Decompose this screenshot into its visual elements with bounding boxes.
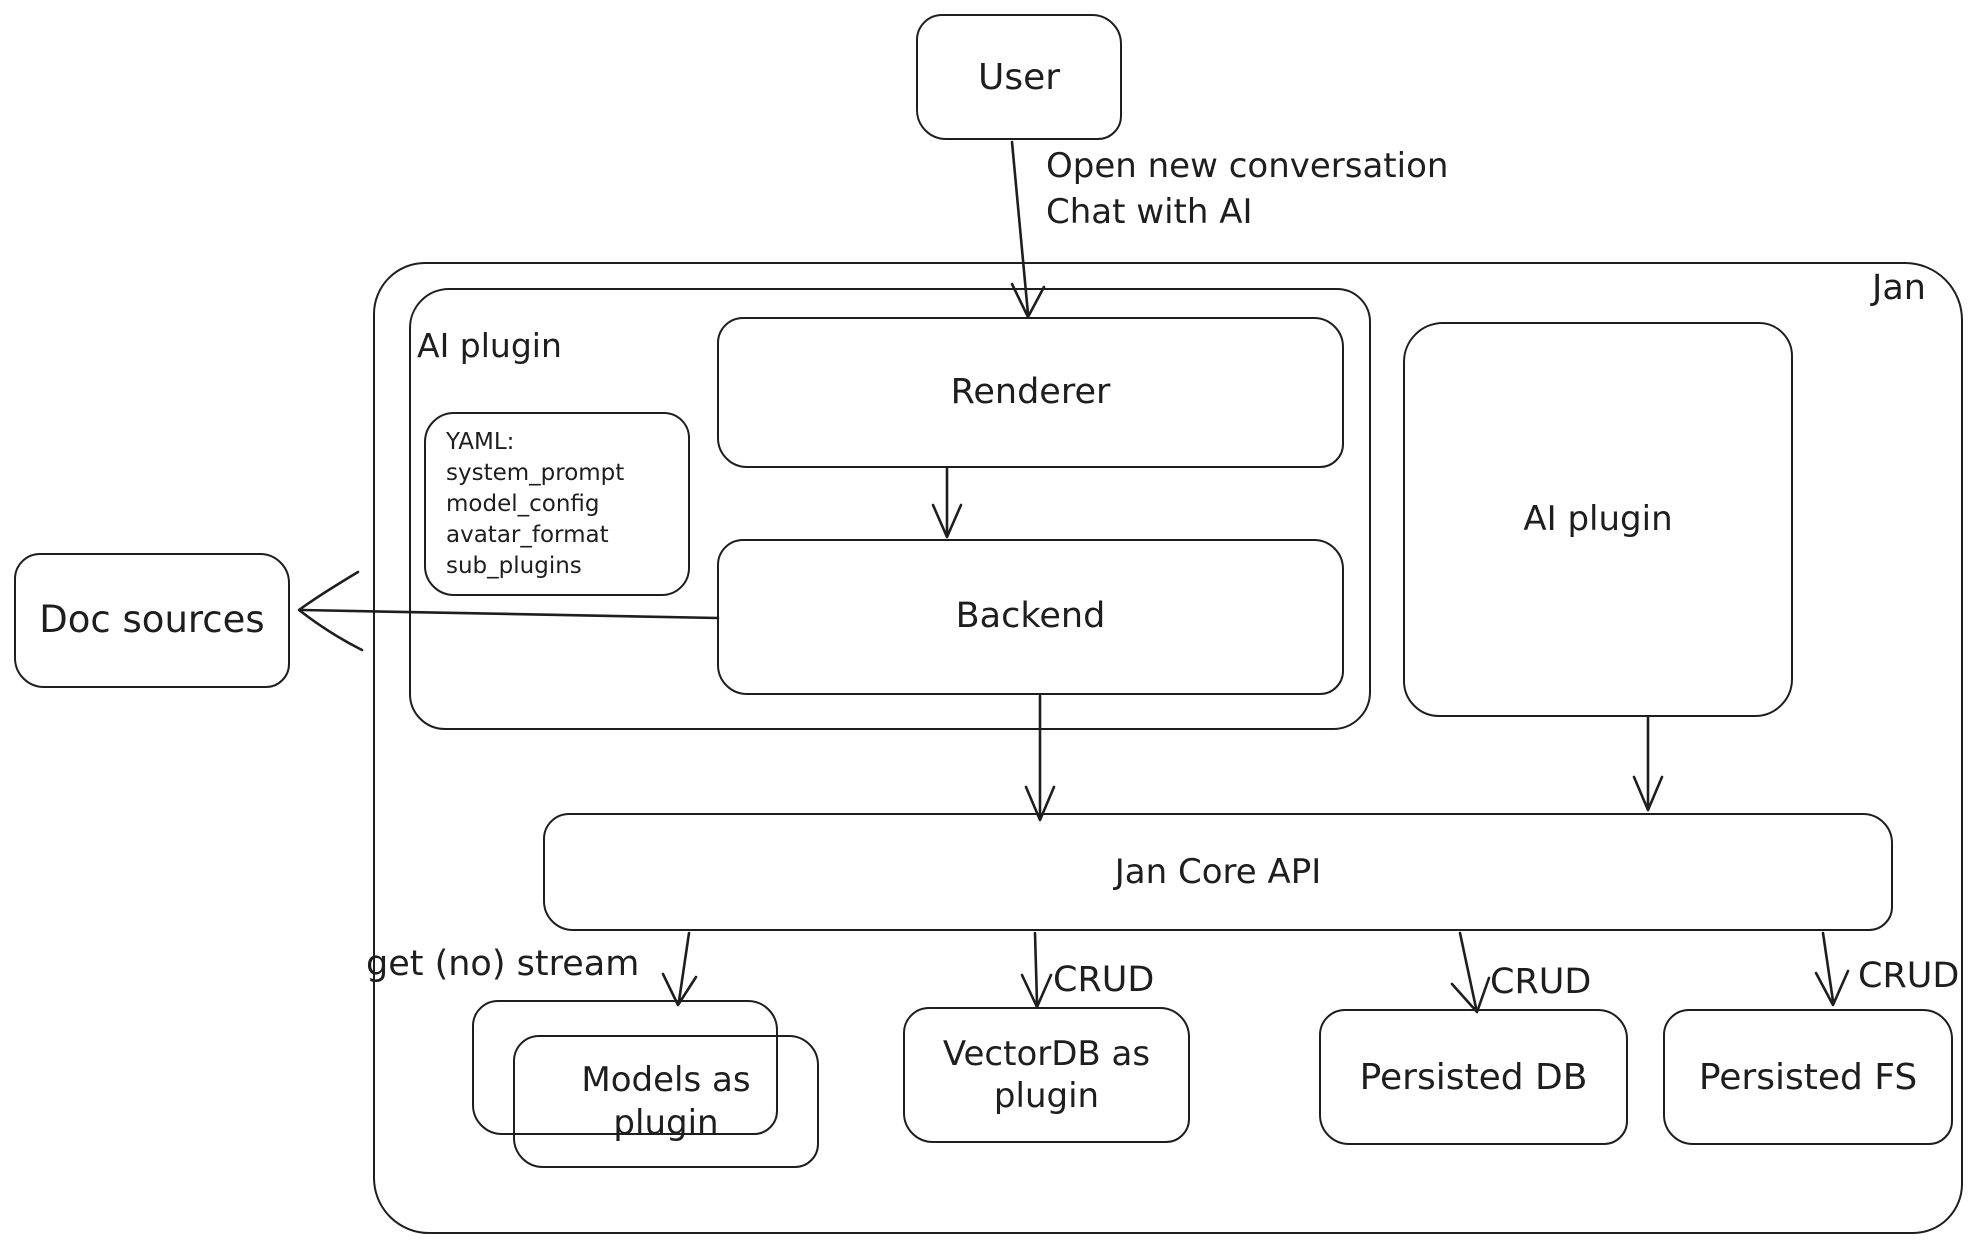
models-as-plugin-back-box (472, 1000, 778, 1135)
jan-core-api-node: Jan Core API (543, 813, 1893, 931)
user-node: User (916, 14, 1122, 140)
jan-core-api-node-label: Jan Core API (1114, 851, 1322, 892)
vectordb-as-plugin-node-label: VectorDB as plugin (942, 1033, 1151, 1117)
persisted-fs-node-label: Persisted FS (1698, 1056, 1918, 1098)
persisted-db-node-label: Persisted DB (1359, 1056, 1588, 1098)
vectordb-as-plugin-node: VectorDB as plugin (903, 1007, 1190, 1143)
user-node-label: User (977, 56, 1061, 98)
models-as-plugin-node-label: Models as plugin (581, 1060, 751, 1143)
ai-plugin-right-node-label: AI plugin (1523, 499, 1673, 540)
renderer-node-label: Renderer (950, 371, 1111, 412)
user-flow-edge-label-line1: Open new conversation (1046, 146, 1449, 186)
persisted-db-node: Persisted DB (1319, 1009, 1628, 1145)
yaml-note-item: system_prompt (446, 460, 625, 486)
yaml-note-item: model_config (446, 491, 600, 517)
renderer-node: Renderer (717, 317, 1344, 468)
vectordb-edge-label: CRUD (1053, 960, 1155, 1000)
ai-plugin-right-node: AI plugin (1403, 322, 1793, 717)
jan-container-label: Jan (1872, 268, 1926, 308)
persisted-fs-node: Persisted FS (1663, 1009, 1953, 1145)
models-as-plugin-node: Models as plugin (513, 1035, 819, 1168)
backend-node: Backend (717, 539, 1344, 695)
yaml-note-item: avatar_format (446, 522, 609, 548)
backend-node-label: Backend (955, 596, 1106, 637)
doc-sources-node: Doc sources (14, 553, 290, 688)
yaml-note-item: sub_plugins (446, 553, 582, 579)
persisted-db-edge-label: CRUD (1490, 962, 1592, 1002)
user-flow-edge-label-line2: Chat with AI (1046, 192, 1253, 232)
doc-sources-node-label: Doc sources (39, 598, 265, 642)
persisted-fs-edge-label: CRUD (1858, 956, 1960, 996)
yaml-note-title: YAML: (446, 429, 515, 455)
yaml-note-box: YAML: system_prompt model_config avatar_… (424, 412, 690, 596)
ai-plugin-left-label: AI plugin (417, 326, 562, 365)
models-edge-label: get (no) stream (366, 944, 640, 984)
